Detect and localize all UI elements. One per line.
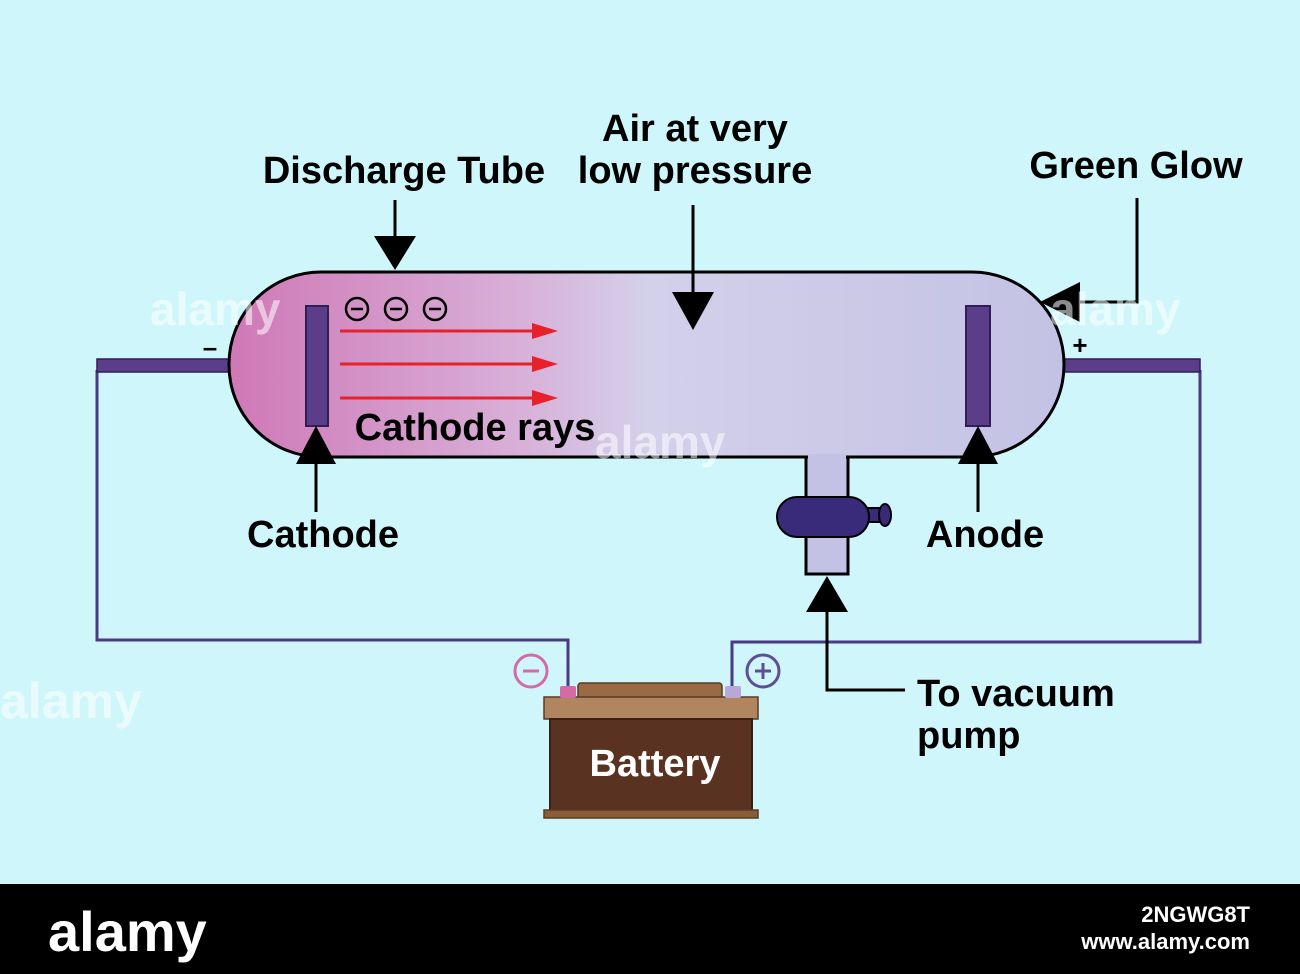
electron-icon bbox=[422, 296, 448, 322]
discharge-tube bbox=[227, 270, 1066, 459]
vacuum-arrow bbox=[825, 612, 905, 692]
battery-terminal-negative bbox=[560, 686, 576, 698]
battery-terminal-positive bbox=[725, 686, 741, 698]
electron-icon bbox=[383, 296, 409, 322]
electron-icon bbox=[344, 296, 370, 322]
cathode-plate bbox=[305, 305, 329, 427]
anode-arrowhead bbox=[958, 426, 998, 464]
watermark-brand: alamy bbox=[595, 416, 726, 468]
cathode-label: Cathode bbox=[247, 514, 399, 556]
anode-plate bbox=[965, 305, 991, 427]
footer-bar bbox=[0, 884, 1300, 974]
footer-logo: alamy bbox=[48, 900, 207, 963]
cathode-ray-arrows bbox=[340, 323, 558, 406]
watermark-brand: alamy bbox=[150, 283, 281, 335]
cathode-arrowhead bbox=[296, 426, 336, 464]
footer-image-id: 2NGWG8T bbox=[1141, 902, 1250, 927]
footer-site: www.alamy.com bbox=[1080, 929, 1250, 954]
wire-left bbox=[95, 370, 570, 688]
discharge-tube-arrowhead bbox=[374, 236, 416, 270]
pipe-joint-cover bbox=[808, 454, 846, 460]
air-label-line2: low pressure bbox=[578, 150, 812, 192]
green-glow-label: Green Glow bbox=[1029, 145, 1243, 187]
ray-arrowhead bbox=[532, 356, 558, 372]
negative-terminal-icon bbox=[513, 653, 549, 689]
vacuum-label-line1: To vacuum bbox=[917, 673, 1115, 715]
battery-body bbox=[549, 718, 753, 812]
minus-sign: – bbox=[203, 332, 217, 362]
plus-sign: + bbox=[1072, 330, 1087, 360]
watermark-layer: alamy alamy alamy alamy bbox=[0, 283, 1181, 729]
watermark-brand: alamy bbox=[1050, 283, 1181, 335]
ray-arrowhead bbox=[532, 323, 558, 339]
battery-label: Battery bbox=[590, 743, 721, 785]
stopcock-valve bbox=[776, 496, 892, 538]
green-glow-arrow bbox=[1075, 198, 1139, 304]
battery-lid bbox=[543, 696, 759, 720]
stopcock-handle bbox=[878, 503, 892, 527]
ray-arrowhead bbox=[532, 390, 558, 406]
watermark-brand: alamy bbox=[0, 673, 142, 729]
vacuum-arrowhead bbox=[806, 576, 848, 612]
positive-terminal-icon bbox=[745, 653, 781, 689]
electron-group bbox=[344, 296, 448, 322]
wire-right bbox=[730, 370, 1202, 688]
battery: Battery bbox=[513, 653, 781, 819]
pointer-arrows bbox=[296, 198, 1139, 692]
discharge-tube-label: Discharge Tube bbox=[263, 150, 545, 192]
anode-label: Anode bbox=[926, 514, 1044, 556]
battery-base bbox=[543, 809, 759, 819]
air-label-line1: Air at very bbox=[602, 108, 788, 150]
air-arrowhead bbox=[672, 292, 714, 330]
vacuum-label-line2: pump bbox=[917, 715, 1020, 757]
green-glow-arrowhead bbox=[1040, 282, 1080, 322]
cathode-rays-label: Cathode rays bbox=[355, 407, 596, 449]
stopcock-body bbox=[776, 496, 870, 538]
